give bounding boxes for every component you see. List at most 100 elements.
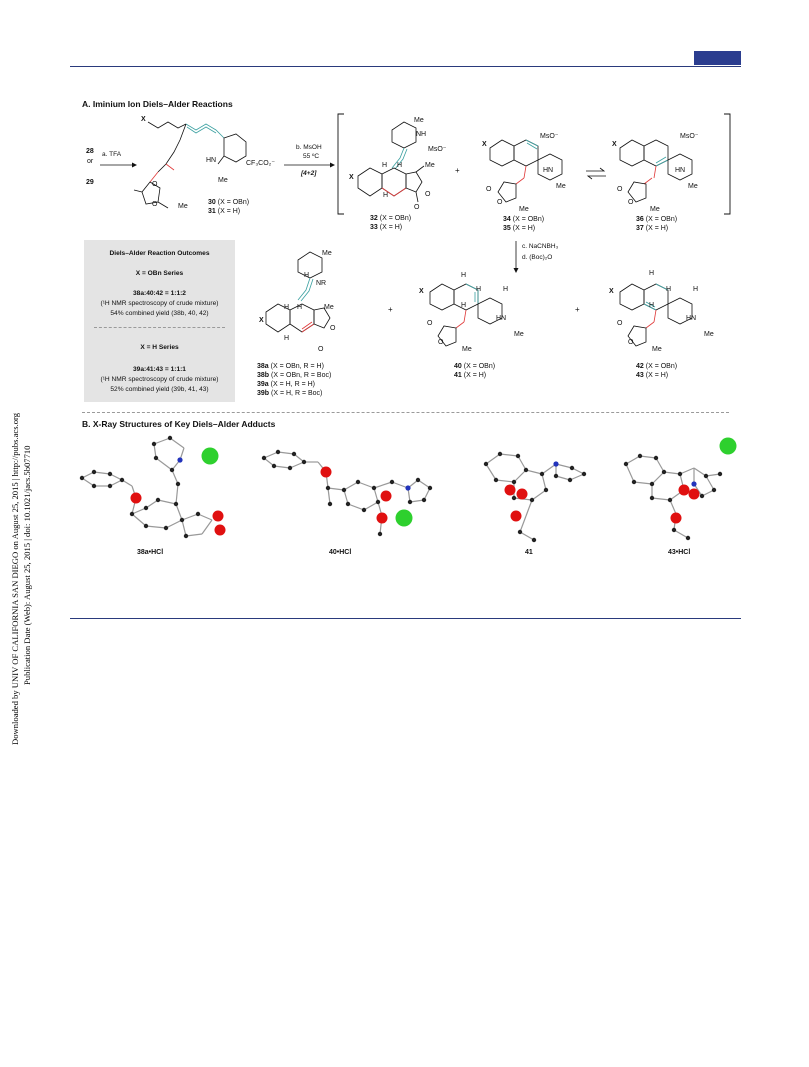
cmpd-37-desc: (X = H) bbox=[645, 225, 669, 232]
atom-h-38-a: H bbox=[284, 304, 290, 311]
atom-h-38-n: H bbox=[304, 272, 310, 279]
xray-38a-hcl bbox=[79, 435, 226, 539]
atom-hn-42: HN bbox=[686, 315, 697, 322]
publication-date: Publication Date (Web): August 25, 2015 … bbox=[22, 446, 32, 685]
atom-hn-34: HN bbox=[543, 167, 554, 174]
structure-32-33 bbox=[357, 121, 425, 203]
cmpd-34-desc: (X = OBn) bbox=[512, 216, 545, 223]
atom-h-40-b: H bbox=[461, 302, 467, 309]
cmpd-39b: 39b bbox=[257, 390, 270, 397]
bracket-right bbox=[724, 113, 731, 215]
cmpd-33: 33 bbox=[370, 224, 378, 231]
atom-hn-40: HN bbox=[496, 315, 507, 322]
cmpd-36: 36 bbox=[636, 216, 644, 223]
atom-o-40-ring: O bbox=[438, 339, 444, 346]
atom-me-38-top: Me bbox=[322, 250, 332, 257]
structure-40-41 bbox=[429, 283, 503, 347]
atom-o-30-ring: O bbox=[152, 201, 158, 208]
cmpd-32-desc: (X = OBn) bbox=[379, 215, 412, 222]
atom-h-42-c: H bbox=[666, 286, 672, 293]
plus-1: + bbox=[455, 166, 460, 175]
atom-o-38-ring: O bbox=[330, 325, 336, 332]
cmpd-35: 35 bbox=[503, 225, 511, 232]
atom-x-32: X bbox=[349, 174, 354, 181]
atom-me-32: Me bbox=[425, 162, 435, 169]
header-rule bbox=[70, 66, 741, 67]
cmpd-38a-desc: (X = OBn, R = H) bbox=[270, 363, 324, 370]
atom-me-40-lactone: Me bbox=[462, 346, 472, 353]
atom-me-30-lactone: Me bbox=[178, 203, 188, 210]
xray-43-hcl bbox=[623, 437, 737, 541]
arrow-cd bbox=[513, 241, 519, 273]
atom-me-34-ring: Me bbox=[556, 183, 566, 190]
atom-h-40-a: H bbox=[461, 272, 467, 279]
plus-3: + bbox=[575, 305, 580, 314]
atom-me-38: Me bbox=[324, 304, 334, 311]
atom-o-38-carbonyl: O bbox=[318, 346, 324, 353]
atom-x-38: X bbox=[259, 317, 264, 324]
step-b-type: [4+2] bbox=[301, 170, 317, 177]
cmpd-38a: 38a bbox=[257, 363, 269, 370]
step-b-temp: 55 ºC bbox=[303, 153, 320, 160]
h-ratio: 39a:41:43 = 1:1:1 bbox=[133, 366, 186, 373]
footer-rule bbox=[70, 618, 741, 619]
atom-x-30: X bbox=[141, 116, 146, 123]
structure-34-35 bbox=[489, 139, 563, 203]
section-b-title: B. X-Ray Structures of Key Diels–Alder A… bbox=[82, 419, 276, 429]
xray-label-43: 43•HCl bbox=[668, 549, 691, 556]
mso-32: MsO⁻ bbox=[428, 146, 447, 153]
cmpd-41: 41 bbox=[454, 372, 462, 379]
atom-x-40: X bbox=[419, 288, 424, 295]
atom-h-32-b: H bbox=[397, 162, 403, 169]
atom-me-40-ring: Me bbox=[514, 331, 524, 338]
cmpd-33-desc: (X = H) bbox=[379, 224, 403, 231]
atom-h-32-c: H bbox=[383, 192, 389, 199]
counterion-30: CF₃CO₂⁻ bbox=[246, 160, 276, 167]
step-b-label: b. MsOH bbox=[296, 144, 322, 151]
arrow-b bbox=[284, 162, 335, 168]
atom-h-42-d: H bbox=[693, 286, 699, 293]
start-29: 29 bbox=[86, 179, 94, 186]
cmpd-37: 37 bbox=[636, 225, 644, 232]
atom-h-40-d: H bbox=[503, 286, 509, 293]
cmpd-39b-desc: (X = H, R = Boc) bbox=[271, 390, 323, 397]
atom-o-36-carbonyl: O bbox=[617, 186, 623, 193]
structure-42-43 bbox=[619, 283, 693, 347]
atom-x-42: X bbox=[609, 288, 614, 295]
atom-x-36: X bbox=[612, 141, 617, 148]
cmpd-38b: 38b bbox=[257, 372, 270, 379]
xray-label-38a: 38a•HCl bbox=[137, 549, 164, 556]
xray-label-41: 41 bbox=[525, 549, 533, 556]
structure-38-39 bbox=[265, 251, 331, 333]
atom-me-36-ring: Me bbox=[688, 183, 698, 190]
section-a-title: A. Iminium Ion Diels–Alder Reactions bbox=[82, 99, 233, 109]
xray-40-hcl bbox=[261, 449, 433, 537]
atom-me-30-ring: Me bbox=[218, 177, 228, 184]
atom-me-36-lactone: Me bbox=[650, 206, 660, 213]
obn-ratio: 38a:40:42 = 1:1:2 bbox=[133, 290, 186, 297]
atom-me-32-top: Me bbox=[414, 117, 424, 124]
start-or: or bbox=[87, 158, 94, 165]
cmpd-36-desc: (X = OBn) bbox=[645, 216, 678, 223]
mso-34: MsO⁻ bbox=[540, 133, 559, 140]
atom-h-42-b: H bbox=[649, 302, 655, 309]
box-divider bbox=[94, 327, 225, 328]
atom-h-38-c: H bbox=[284, 335, 290, 342]
sidebar-svg: Downloaded by UNIV OF CALIFORNIA SAN DIE… bbox=[10, 412, 32, 745]
header-tab bbox=[694, 51, 741, 65]
cmpd-34: 34 bbox=[503, 216, 511, 223]
cmpd-43: 43 bbox=[636, 372, 644, 379]
atom-o-34-carbonyl: O bbox=[486, 186, 492, 193]
atom-o-32-carbonyl: O bbox=[414, 204, 420, 211]
cmpd-31: 31 bbox=[208, 208, 216, 215]
atom-o-40-carbonyl: O bbox=[427, 320, 433, 327]
atom-x-34: X bbox=[482, 141, 487, 148]
cmpd-35-desc: (X = H) bbox=[512, 225, 536, 232]
cmpd-42: 42 bbox=[636, 363, 644, 370]
h-yield: 52% combined yield (39b, 41, 43) bbox=[110, 386, 209, 393]
atom-o-42-ring: O bbox=[628, 339, 634, 346]
xray-41 bbox=[483, 451, 587, 543]
atom-o-34-ring: O bbox=[497, 199, 503, 206]
atom-me-42-lactone: Me bbox=[652, 346, 662, 353]
atom-hn-30: HN bbox=[206, 157, 217, 164]
